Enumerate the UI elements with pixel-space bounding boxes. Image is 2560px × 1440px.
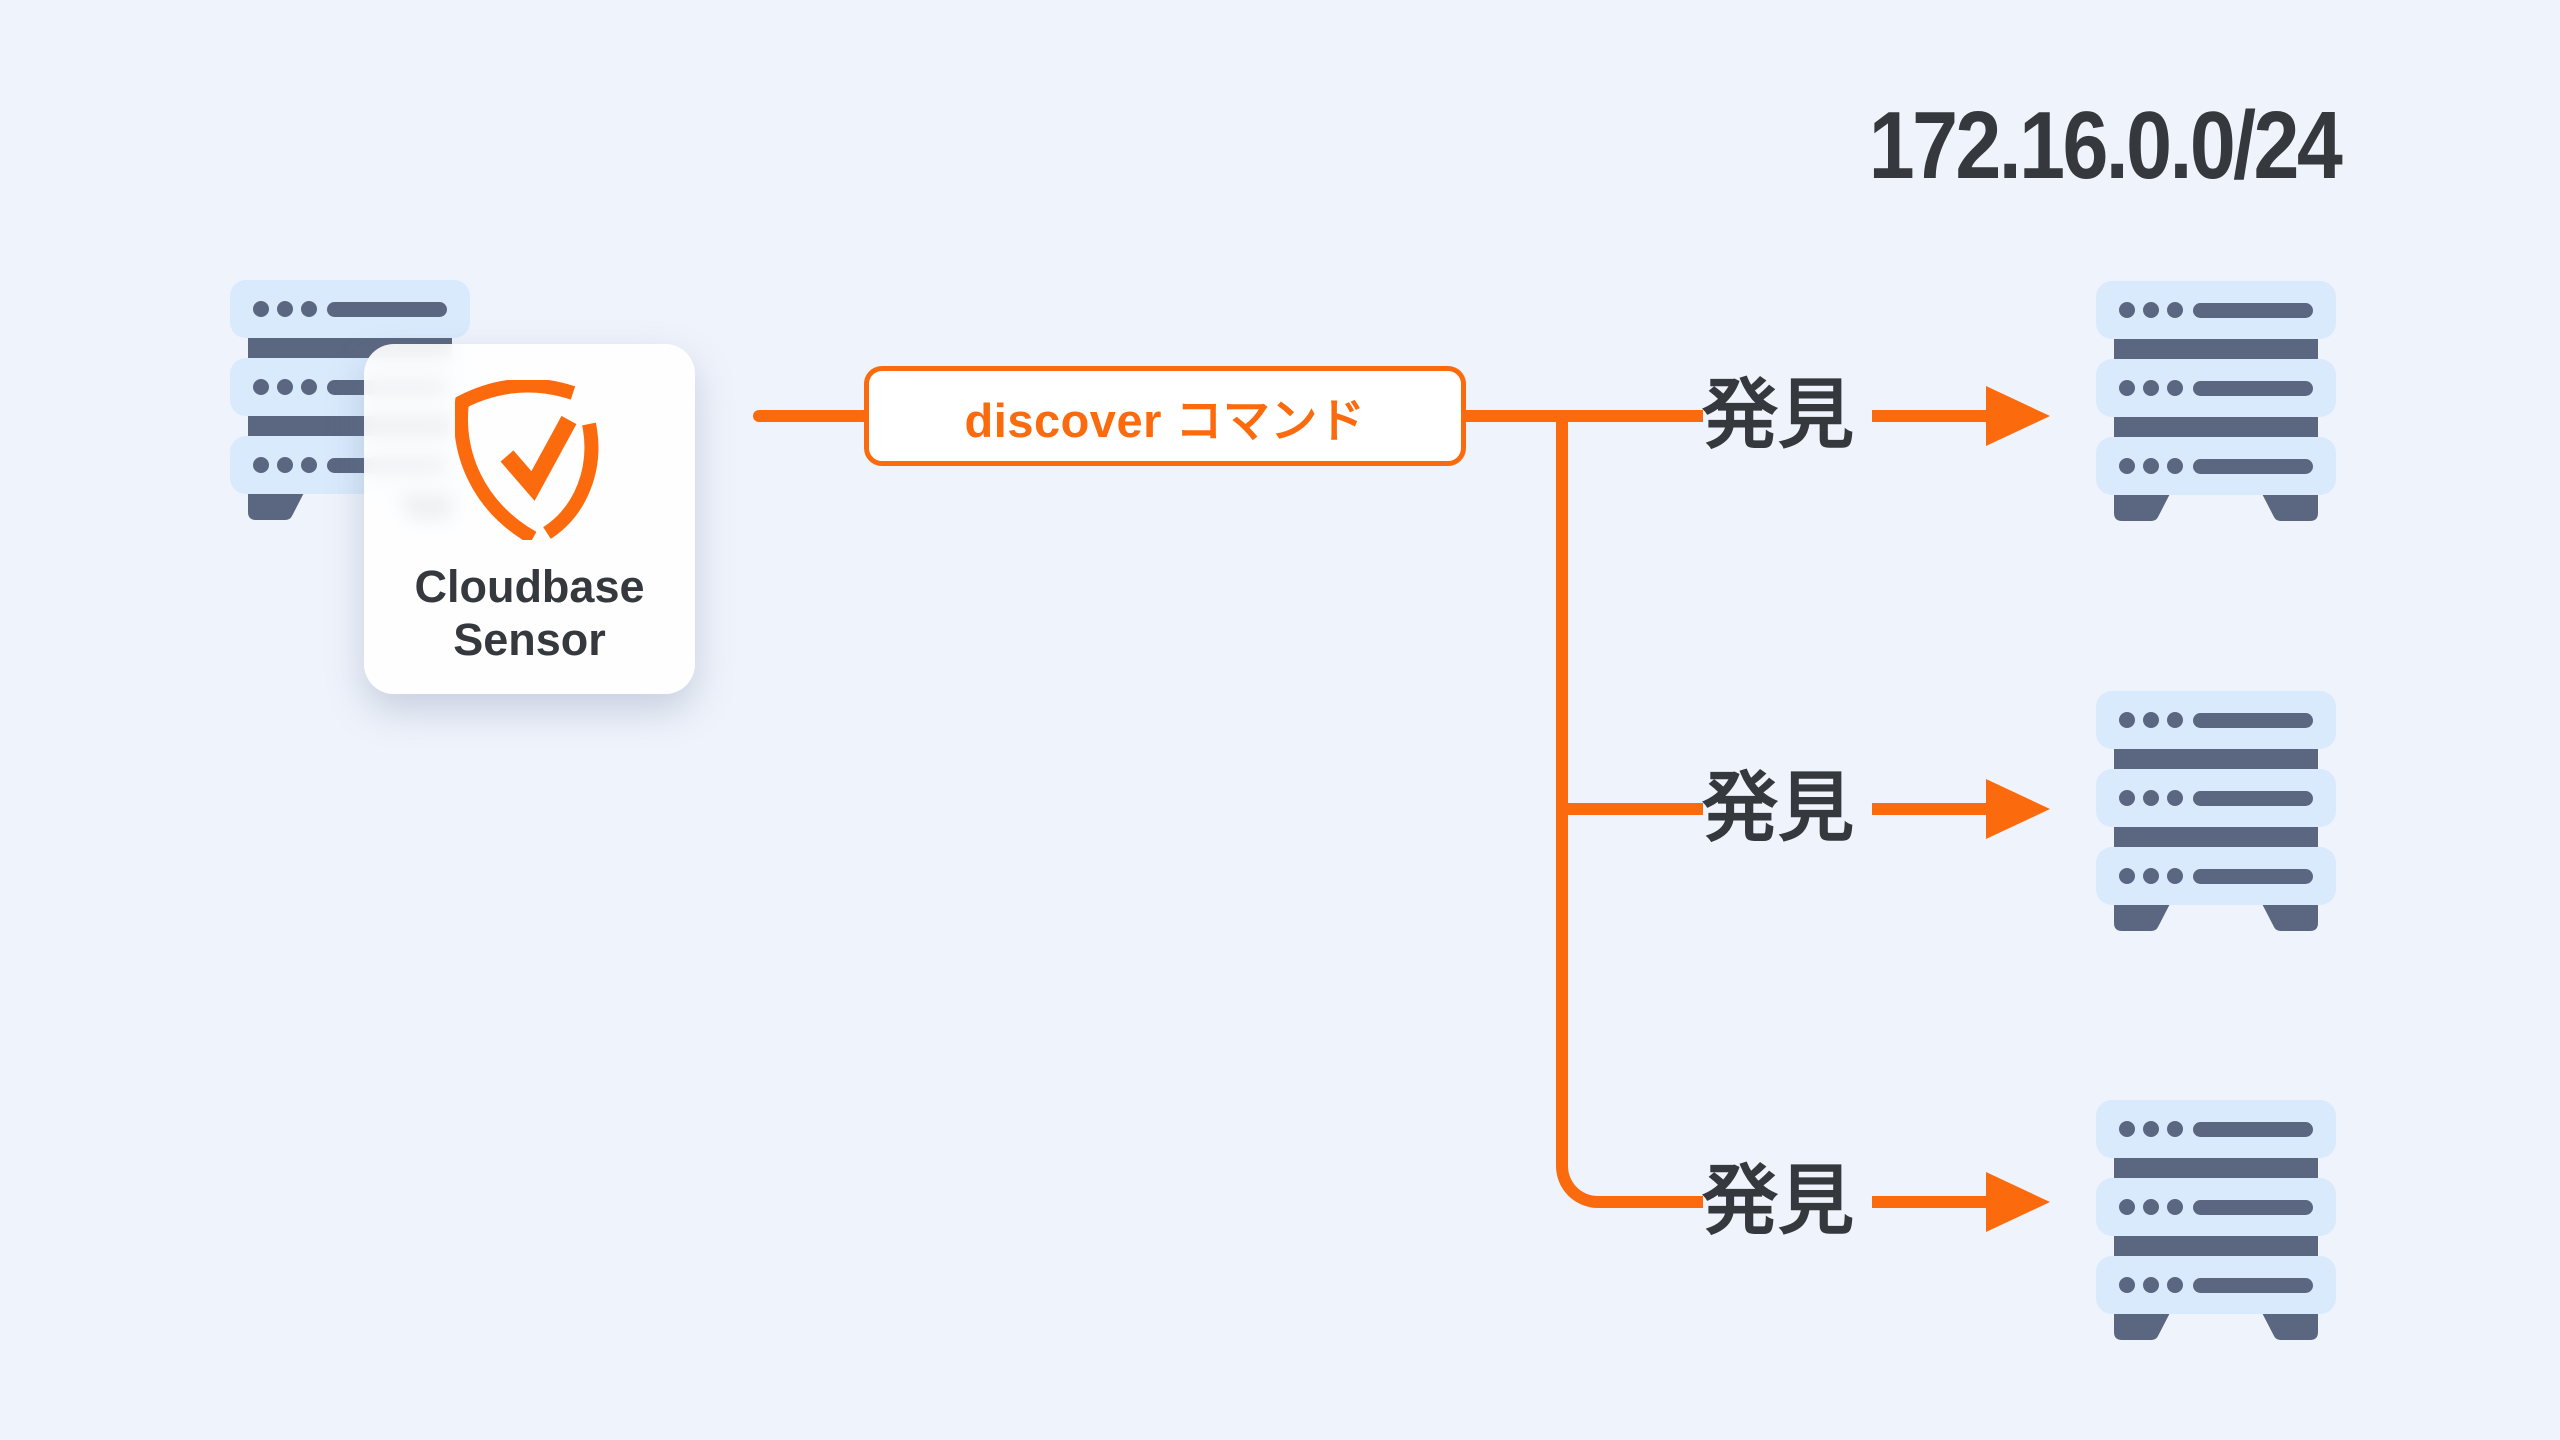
- shield-check-icon: [454, 380, 598, 540]
- arrow-head: [1986, 386, 2050, 446]
- discovery-label-3: 発見: [1702, 1159, 1854, 1244]
- discovery-label-2: 発見: [1702, 766, 1854, 851]
- arrow-right-icon-3: [1872, 1172, 2052, 1232]
- cloudbase-sensor-card: Cloudbase Sensor: [364, 344, 695, 694]
- arrow-right-icon-2: [1872, 779, 2052, 839]
- discovery-label-1: 発見: [1702, 373, 1854, 458]
- sensor-card-title-line2: Sensor: [453, 614, 606, 665]
- arrow-head: [1986, 1172, 2050, 1232]
- target-server-stack-icon-3: [2096, 1100, 2336, 1340]
- arrow-right-icon-1: [1872, 386, 2052, 446]
- sensor-card-title-line1: Cloudbase: [414, 561, 645, 612]
- discover-command-box: discover コマンド: [864, 366, 1466, 466]
- connector-branch2-line: [1556, 803, 1703, 815]
- target-server-stack-icon-2: [2096, 691, 2336, 931]
- arrow-shaft: [1872, 803, 1992, 815]
- discover-command-label: discover コマンド: [964, 393, 1366, 447]
- arrow-shaft: [1872, 1196, 1992, 1208]
- sensor-card-title: Cloudbase Sensor: [414, 560, 644, 666]
- arrow-shaft: [1872, 410, 1992, 422]
- arrow-head: [1986, 779, 2050, 839]
- network-cidr-label: 172.16.0.0/24: [1868, 92, 2343, 199]
- target-server-stack-icon-1: [2096, 281, 2336, 521]
